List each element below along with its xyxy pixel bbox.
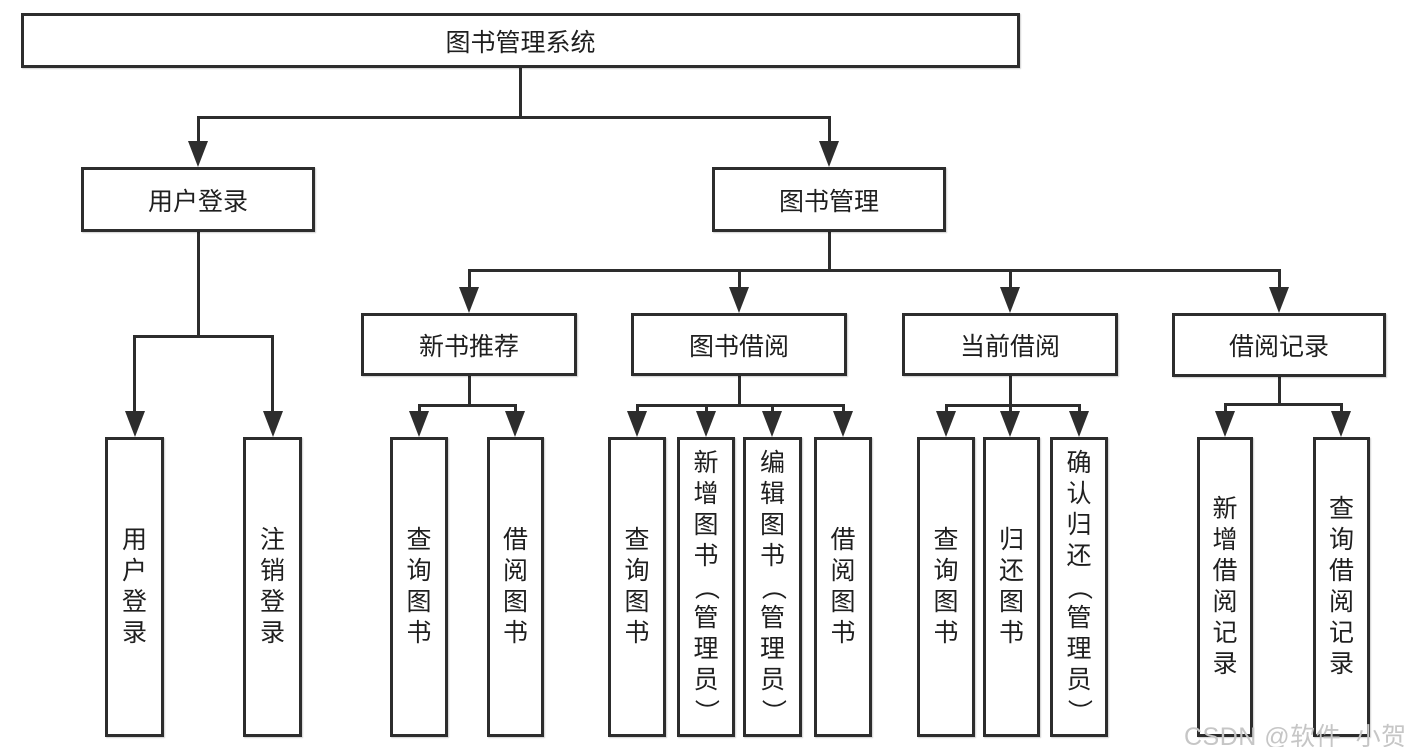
node-label: 图书借阅 [688, 332, 789, 361]
node-label: 编辑图书（管理员） [758, 448, 787, 724]
leaf-cb-confirm-return-admin: 确认归还（管理员） [1050, 437, 1108, 737]
leaf-br-query-record: 查询借阅记录 [1313, 437, 1370, 737]
arrowhead-icon [762, 411, 782, 437]
node-book-management: 图书管理 [712, 167, 946, 232]
connector-line [945, 404, 1081, 407]
node-label: 图书管理 [778, 187, 879, 216]
connector-line [468, 269, 471, 291]
node-label: 查询图书 [933, 526, 959, 647]
node-book-borrow: 图书借阅 [631, 313, 847, 376]
connector-line [1009, 376, 1012, 407]
connector-line [738, 376, 741, 407]
node-label: 确认归还（管理员） [1065, 448, 1094, 724]
node-label: 新书推荐 [418, 332, 519, 361]
leaf-logout: 注销登录 [243, 437, 302, 737]
node-new-book-recommend: 新书推荐 [361, 313, 577, 376]
connector-line [519, 68, 522, 118]
node-label: 查询借阅记录 [1328, 495, 1354, 678]
connector-line [1340, 403, 1343, 417]
connector-line [418, 404, 421, 417]
watermark: CSDN @软件_小贺同学 [1184, 723, 1405, 747]
node-label: 新增借阅记录 [1212, 495, 1238, 678]
arrowhead-icon [263, 411, 283, 437]
leaf-rec-borrow-books: 借阅图书 [487, 437, 544, 737]
arrowhead-icon [1331, 411, 1351, 437]
arrowhead-icon [409, 411, 429, 437]
leaf-rec-query-books: 查询图书 [390, 437, 448, 737]
connector-line [1009, 269, 1012, 291]
node-label: 归还图书 [998, 526, 1024, 647]
node-label: 用户登录 [121, 526, 147, 647]
connector-line [1009, 404, 1012, 417]
connector-line [468, 269, 1281, 272]
arrowhead-icon [1000, 411, 1020, 437]
arrowhead-icon [188, 141, 208, 167]
connector-line [418, 404, 517, 407]
connector-line [514, 404, 517, 417]
arrowhead-icon [936, 411, 956, 437]
node-label: 图书管理系统 [445, 28, 596, 57]
arrowhead-icon [1215, 411, 1235, 437]
leaf-cb-return-books: 归还图书 [983, 437, 1040, 737]
connector-line [1224, 403, 1227, 417]
node-label: 借阅记录 [1228, 333, 1329, 361]
leaf-bb-borrow-books: 借阅图书 [814, 437, 872, 737]
connector-line [828, 116, 831, 146]
arrowhead-icon [833, 411, 853, 437]
arrowhead-icon [1000, 287, 1020, 313]
connector-line [1224, 403, 1343, 406]
connector-line [197, 232, 200, 338]
connector-line [842, 404, 845, 417]
leaf-bb-edit-books-admin: 编辑图书（管理员） [743, 437, 802, 737]
arrowhead-icon [627, 411, 647, 437]
connector-line [1078, 404, 1081, 417]
connector-line [945, 404, 948, 417]
connector-line [468, 376, 471, 407]
connector-line [133, 335, 136, 417]
arrowhead-icon [505, 411, 525, 437]
node-user-login: 用户登录 [81, 167, 315, 232]
node-label: 借阅图书 [502, 526, 528, 647]
node-label: 注销登录 [259, 526, 285, 647]
node-label: 用户登录 [147, 187, 248, 216]
node-label: 新增图书（管理员） [692, 448, 721, 724]
leaf-bb-query-books: 查询图书 [608, 437, 666, 737]
connector-line [1278, 377, 1281, 406]
arrowhead-icon [125, 411, 145, 437]
connector-line [1278, 269, 1281, 291]
connector-line [705, 404, 708, 417]
connector-line [197, 116, 831, 119]
connector-line [636, 404, 845, 407]
arrowhead-icon [459, 287, 479, 313]
leaf-br-add-record: 新增借阅记录 [1197, 437, 1253, 737]
connector-line [738, 269, 741, 291]
arrowhead-icon [819, 141, 839, 167]
connector-line [271, 335, 274, 417]
leaf-bb-add-books-admin: 新增图书（管理员） [677, 437, 735, 737]
node-label: 查询图书 [406, 526, 432, 647]
arrowhead-icon [1069, 411, 1089, 437]
node-label: 当前借阅 [959, 332, 1060, 361]
node-label: 查询图书 [624, 526, 650, 647]
node-root: 图书管理系统 [21, 13, 1020, 68]
node-current-borrow: 当前借阅 [902, 313, 1118, 376]
leaf-cb-query-books: 查询图书 [917, 437, 975, 737]
connector-line [771, 404, 774, 417]
arrowhead-icon [729, 287, 749, 313]
connector-line [133, 335, 274, 338]
node-borrow-records: 借阅记录 [1172, 313, 1386, 377]
node-label: 借阅图书 [830, 526, 856, 647]
arrowhead-icon [696, 411, 716, 437]
arrowhead-icon [1269, 287, 1289, 313]
connector-line [828, 232, 831, 272]
connector-line [197, 116, 200, 146]
connector-line [636, 404, 639, 417]
leaf-user-login: 用户登录 [105, 437, 164, 737]
